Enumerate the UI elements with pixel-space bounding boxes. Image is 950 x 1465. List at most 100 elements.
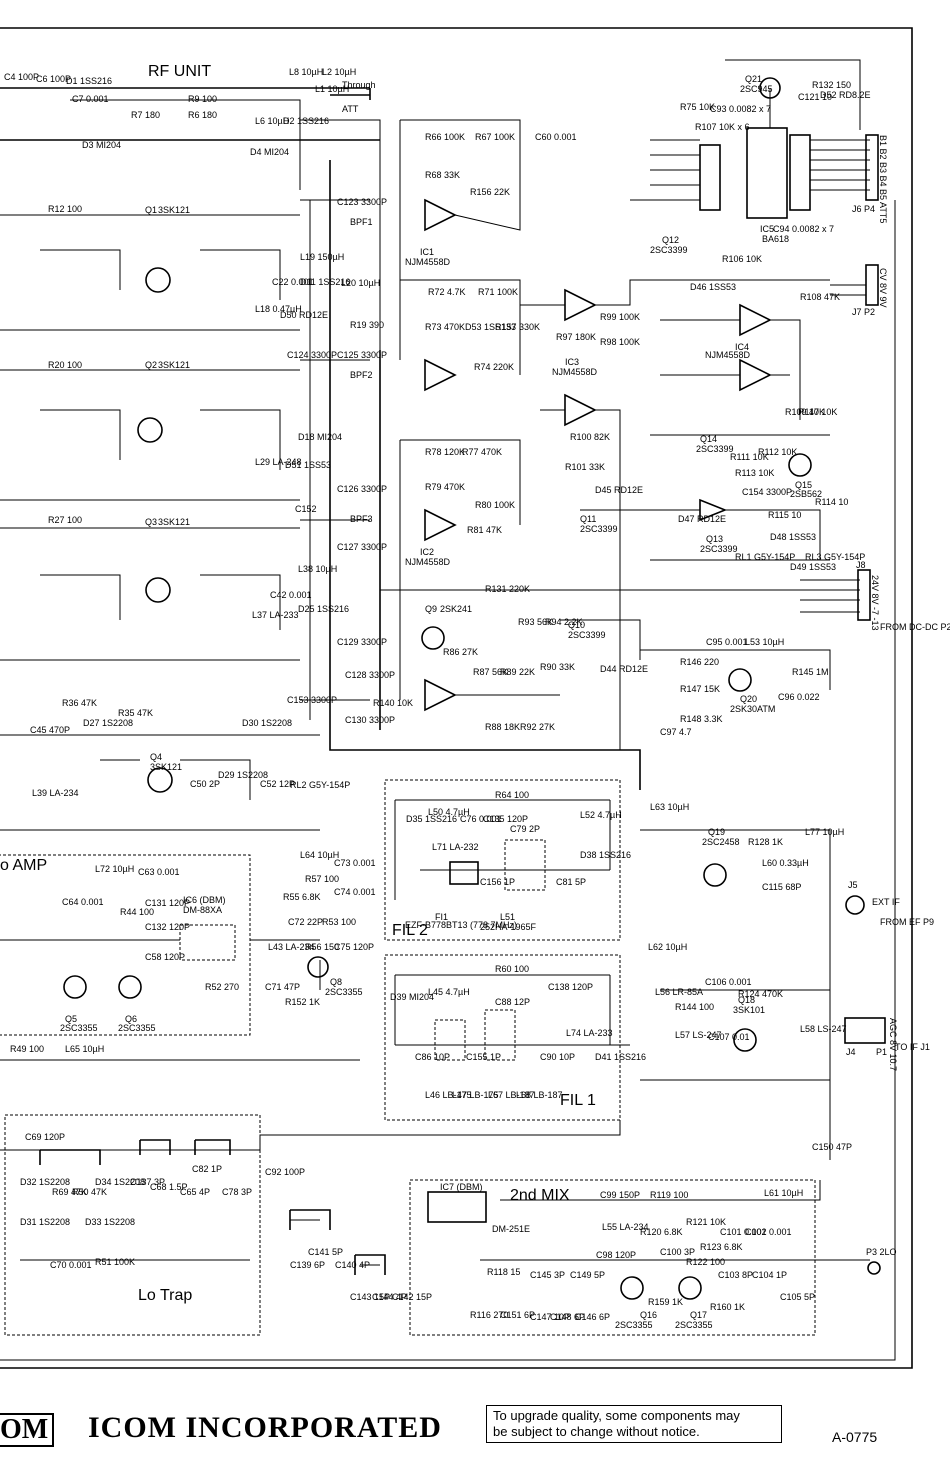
r80-label: R80 100K — [475, 500, 515, 510]
c82-label: C82 1P — [192, 1164, 222, 1174]
c4-label: C4 100P — [4, 72, 39, 82]
c99-label: C99 150P — [600, 1190, 640, 1200]
l72-label: L72 10µH — [95, 864, 134, 874]
q15-part: 2SB562 — [790, 489, 822, 499]
r115-label: R115 10 — [768, 510, 801, 520]
l29-label: L29 LA-248 — [255, 457, 302, 467]
fi1-label: FI1 — [435, 912, 448, 922]
l38-label: L38 10µH — [298, 564, 337, 574]
r89-label: R89 22K — [500, 667, 535, 677]
q18-label: Q18 — [738, 995, 755, 1005]
c95-label: C95 0.001 — [706, 637, 748, 647]
ic4-part: NJM4558D — [705, 350, 751, 360]
connectors-right — [800, 134, 886, 1275]
d48-label: D48 1SS53 — [770, 532, 816, 542]
j7-label: J7 P2 — [852, 307, 875, 317]
c125-label: C125 3300P — [337, 350, 387, 360]
r108-label: R108 47K — [800, 292, 840, 302]
j4-label: J4 — [846, 1047, 856, 1057]
c97-label: C97 4.7 — [660, 727, 692, 737]
rl2-label: RL2 G5Y-154P — [290, 780, 350, 790]
j8-label: J8 — [856, 560, 866, 570]
r106-label: R106 10K — [722, 254, 762, 264]
c64-label: C64 0.001 — [62, 897, 104, 907]
r111-label: R111 10K — [730, 452, 769, 462]
ic3-part: NJM4558D — [552, 367, 598, 377]
d27-label: D27 1S2208 — [83, 718, 133, 728]
fil1-circuit — [394, 974, 630, 1061]
r68-label: R68 33K — [425, 170, 460, 180]
q10-part: 2SC3399 — [568, 630, 606, 640]
r9-label: R9 100 — [188, 94, 217, 104]
j6-pins: B1 B2 B3 B4 B5 ATT5 — [878, 135, 888, 223]
r73-label: R73 470K — [425, 322, 465, 332]
r160-label: R160 1K — [710, 1302, 745, 1312]
q12-label: Q12 — [662, 235, 679, 245]
r114-label: R114 10 — [815, 497, 848, 507]
l58-label: L58 LS-247 — [800, 1024, 847, 1034]
r156-label: R156 22K — [470, 187, 510, 197]
c145-label: C145 3P — [530, 1270, 565, 1280]
c137-label: C137 3P — [130, 1177, 165, 1187]
c81-label: C81 5P — [556, 877, 586, 887]
footer: OM ICOM INCORPORATED To upgrade quality,… — [0, 1395, 950, 1465]
r12-label: R12 100 — [48, 204, 82, 214]
c22-label: C22 0.001 — [272, 277, 314, 287]
r66-label: R66 100K — [425, 132, 465, 142]
l61-label: L61 10µH — [764, 1188, 803, 1198]
bpf-stage-1 — [0, 214, 300, 331]
c72-label: C72 22P — [288, 917, 323, 927]
r74-label: R74 220K — [474, 362, 514, 372]
r113-label: R113 10K — [735, 468, 774, 478]
r120-label: R120 6.8K — [640, 1227, 683, 1237]
j8-pins: 24V 8V -7 -13 — [870, 575, 880, 631]
r52-label: R52 270 — [205, 982, 239, 992]
c94-label: C94 0.0082 x 7 — [773, 224, 834, 234]
ic3-label: IC3 — [565, 357, 579, 367]
c50-label: C50 2P — [190, 779, 220, 789]
r57-label: R57 100 — [305, 874, 339, 884]
r75-label: R75 10K — [680, 102, 715, 112]
c102-label: C102 0.001 — [745, 1227, 792, 1237]
bpf2-label: BPF2 — [350, 370, 373, 380]
q19-label: Q19 — [708, 827, 725, 837]
l47-label: L47 LB-175 — [452, 1090, 499, 1100]
c146-label: C146 6P — [575, 1312, 610, 1322]
lo-trap-label: Lo Trap — [138, 1287, 192, 1304]
q4-label: Q4 — [150, 752, 162, 762]
c90-label: C90 10P — [540, 1052, 575, 1062]
regulator-area — [580, 434, 830, 561]
d45-label: D45 RD12E — [595, 485, 643, 495]
from-dcdc-label: FROM DC-DC P2 — [880, 622, 950, 632]
c142-label: C142 15P — [392, 1292, 432, 1302]
r60-label: R60 100 — [495, 964, 529, 974]
r51-label: R51 100K — [95, 1257, 135, 1267]
c58-label: C58 120P — [145, 952, 185, 962]
r152-label: R152 1K — [285, 997, 320, 1007]
ic2-part: NJM4558D — [405, 557, 451, 567]
c45-label: C45 470P — [30, 725, 70, 735]
c107-label: C107 0.01 — [708, 1032, 750, 1042]
board-border — [0, 27, 913, 1369]
q2-part: 3SK121 — [158, 360, 190, 370]
upgrade-note-line-2: be subject to change without notice. — [493, 1424, 700, 1439]
q13-label: Q13 — [706, 534, 723, 544]
d1-label: D1 1SS216 — [66, 76, 112, 86]
c115-label: C115 68P — [762, 882, 801, 892]
c100-label: C100 3P — [660, 1247, 695, 1257]
l71-label: L71 LA-232 — [432, 842, 479, 852]
ic1-part: NJM4558D — [405, 257, 451, 267]
icom-logo: OM — [0, 1413, 55, 1447]
ic5-part: BA618 — [762, 234, 789, 244]
d18-label: D18 MI204 — [298, 432, 342, 442]
ic7-part: DM-251E — [492, 1224, 530, 1234]
r122-label: R122 100 — [686, 1257, 725, 1267]
c7-label: C7 0.001 — [72, 94, 109, 104]
q15-label: Q15 — [795, 480, 812, 490]
rf-unit-label: RF UNIT — [148, 63, 211, 80]
c88-label: C88 12P — [495, 997, 530, 1007]
l45-label: L45 4.7µH — [428, 987, 470, 997]
c123-label: C123 3300P — [337, 197, 387, 207]
r140-label: R140 10K — [373, 698, 413, 708]
r101-label: R101 33K — [565, 462, 605, 472]
